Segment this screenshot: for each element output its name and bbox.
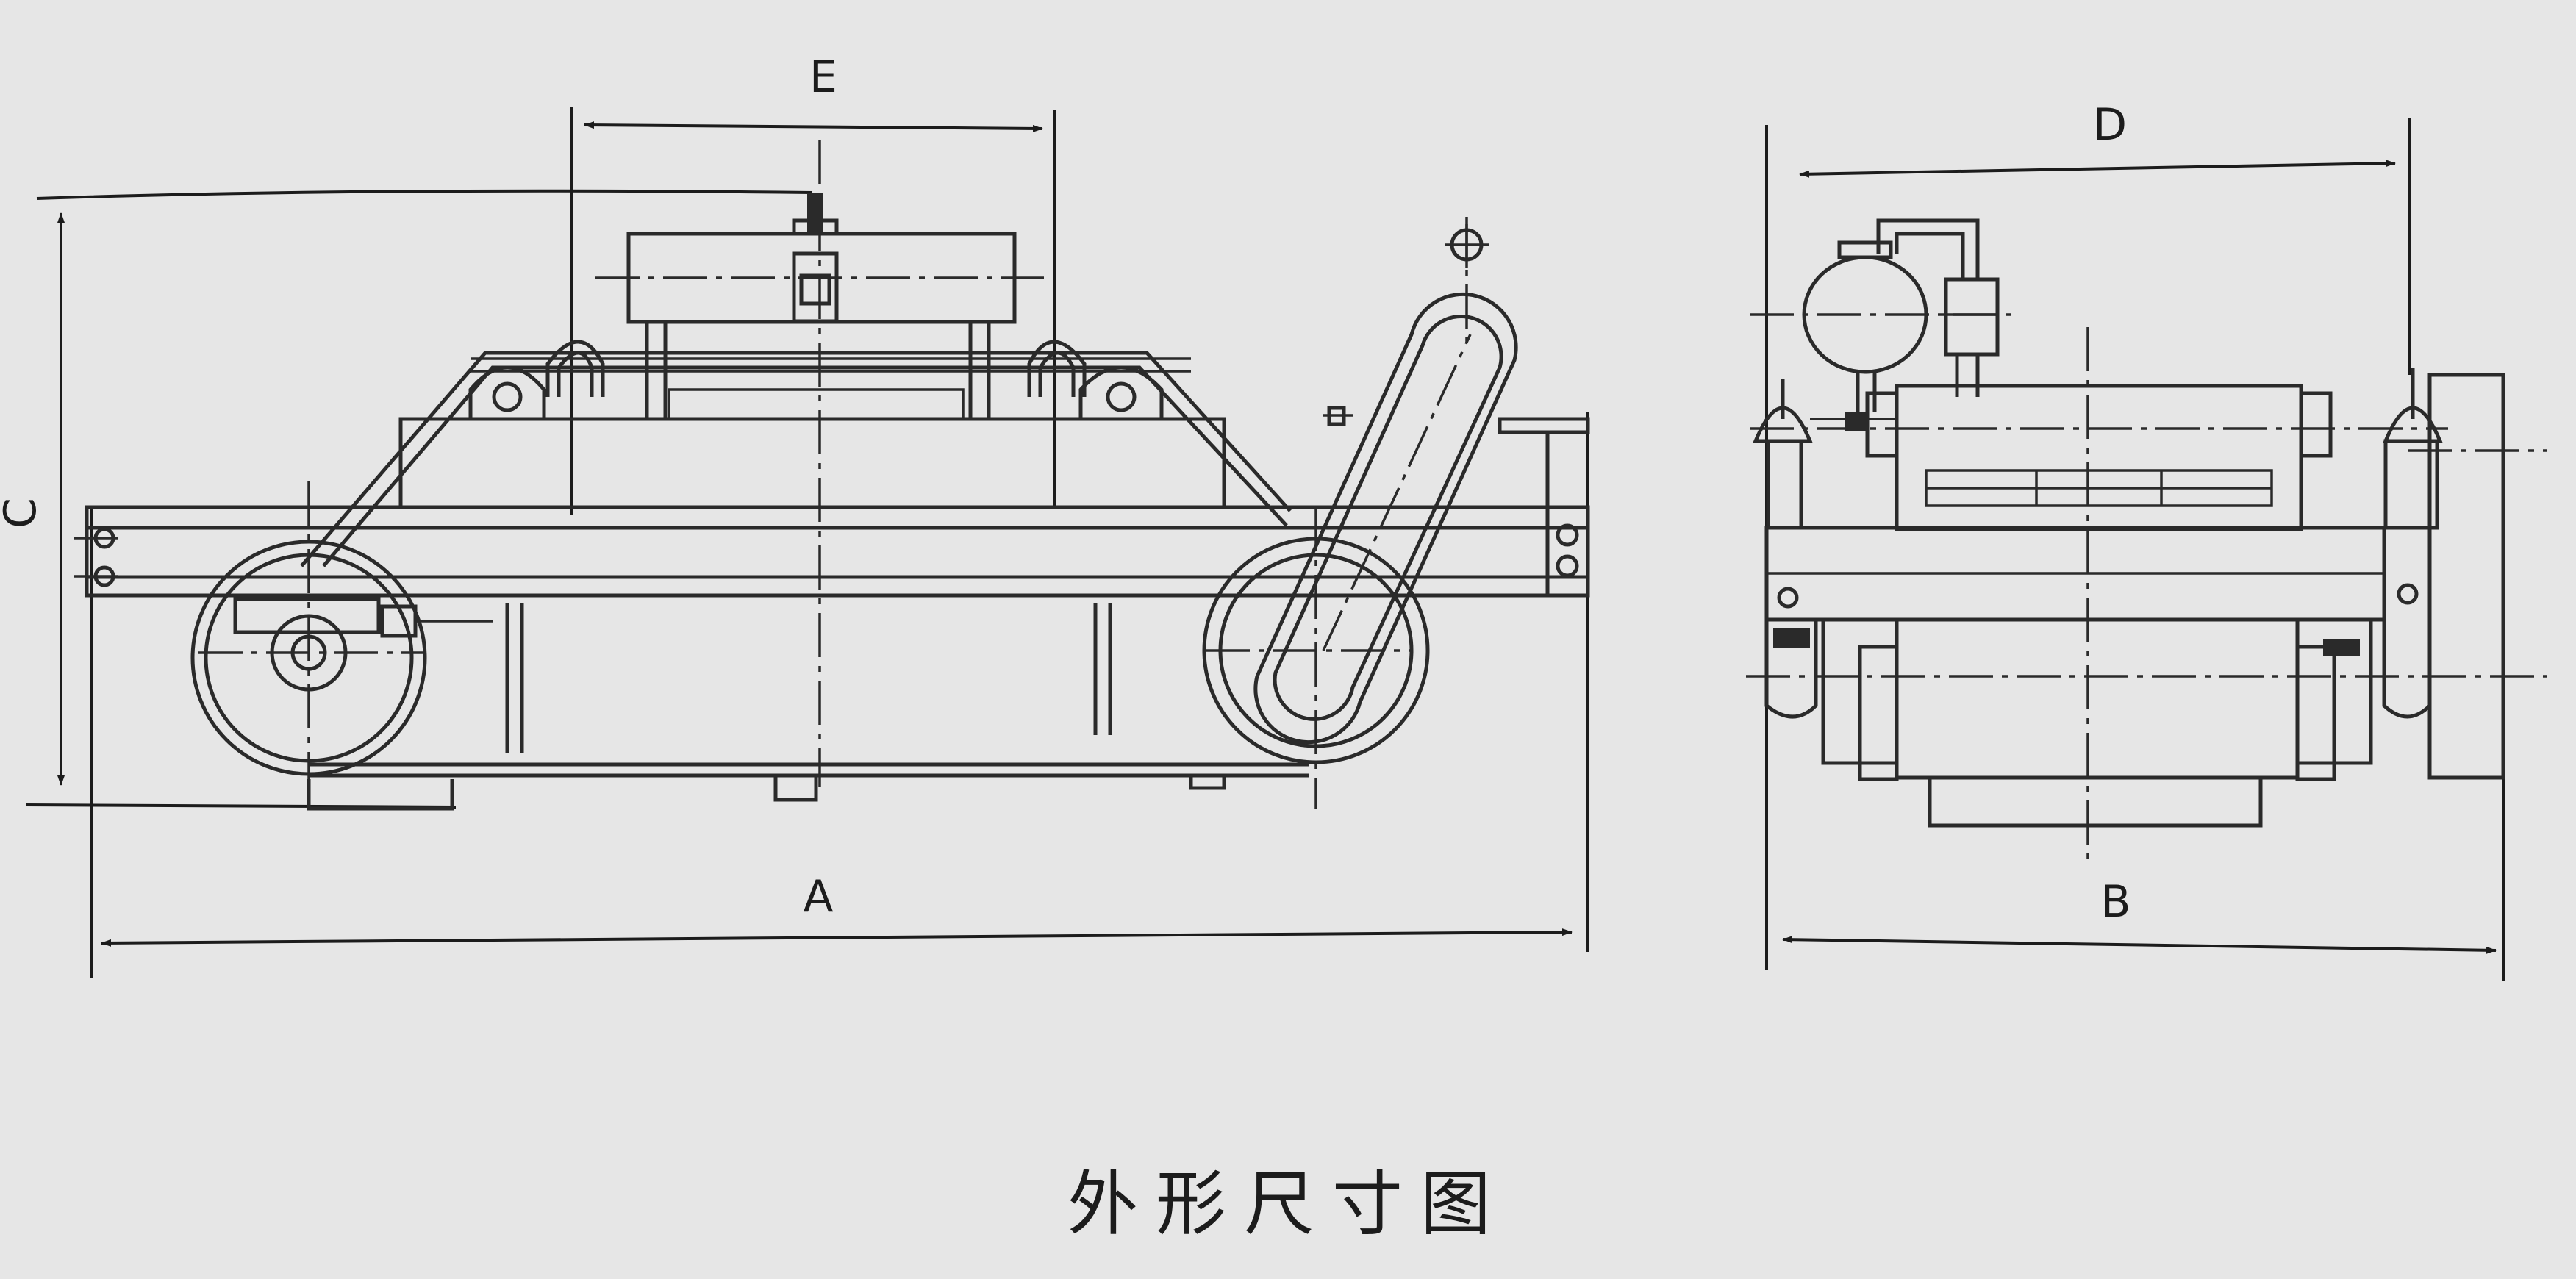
- side-view: [25, 107, 1590, 978]
- dimension-e: E: [584, 51, 1043, 132]
- end-view: [1746, 118, 2547, 981]
- dim-label-b: B: [2100, 876, 2130, 928]
- figure-caption: 外形尺寸图: [1067, 1163, 1509, 1245]
- dim-label-e: E: [809, 51, 837, 103]
- dim-label-a: A: [803, 871, 833, 922]
- dimension-c: C: [0, 212, 65, 786]
- dimension-d: D: [1799, 99, 2396, 178]
- dim-label-c: C: [0, 498, 46, 529]
- dimension-a: A: [101, 871, 1573, 947]
- dimension-b: B: [1782, 876, 2497, 954]
- dim-label-d: D: [2093, 99, 2127, 151]
